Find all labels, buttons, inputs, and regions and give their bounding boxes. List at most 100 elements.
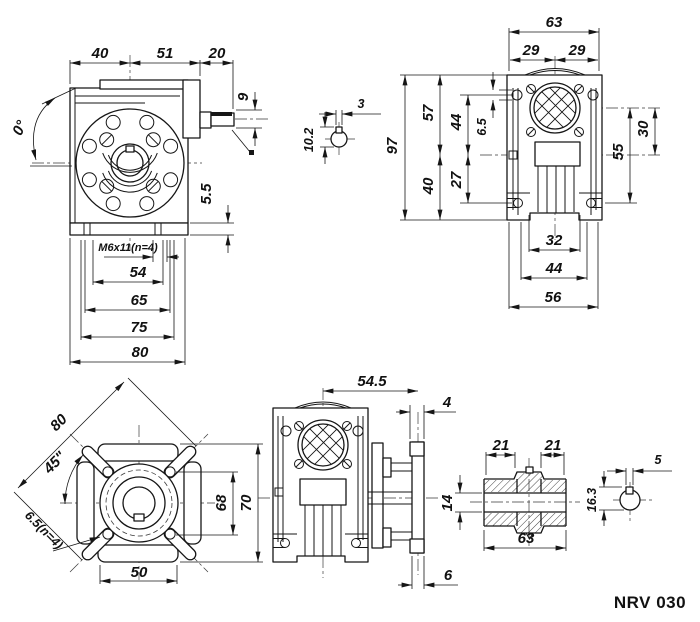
shaft-key bbox=[211, 112, 232, 116]
extension-lines bbox=[485, 452, 565, 475]
shaft-collar bbox=[199, 111, 212, 129]
drawing-title: NRV 030 bbox=[614, 593, 686, 612]
extension-lines bbox=[625, 468, 634, 485]
leader-arrow bbox=[52, 536, 101, 552]
dim-hole: 6.5 bbox=[475, 117, 489, 135]
dim-44-left: 44 bbox=[448, 113, 465, 131]
bolt-circle bbox=[105, 469, 173, 537]
front-view: 40 51 20 9 5.5 0° M6x11(n=4) 54 65 75 80 bbox=[9, 45, 268, 365]
foot-plate bbox=[69, 222, 189, 236]
side-view-output: 54.5 4 6 bbox=[258, 373, 458, 589]
extension-lines bbox=[409, 405, 425, 439]
dim-63: 63 bbox=[518, 530, 535, 547]
dim-21-left: 21 bbox=[492, 437, 510, 454]
extension-lines bbox=[508, 215, 599, 309]
dim-75: 75 bbox=[131, 319, 148, 336]
dim-6: 6 bbox=[444, 567, 453, 584]
output-flange bbox=[75, 108, 185, 218]
dim-40: 40 bbox=[420, 177, 437, 195]
foot-slots bbox=[507, 198, 602, 208]
dim-45: 45" bbox=[40, 448, 70, 478]
dim-29-left: 29 bbox=[522, 42, 540, 59]
dim-54: 54 bbox=[130, 264, 147, 281]
dim-56: 56 bbox=[545, 289, 562, 306]
cross-hatch bbox=[534, 87, 576, 129]
dim-key-width: 5 bbox=[655, 453, 663, 467]
dim-height: 10.2 bbox=[302, 128, 316, 152]
key-section bbox=[625, 486, 634, 495]
dim-65: 65 bbox=[131, 292, 148, 309]
dim-holes-label: 6.5(n=4) bbox=[22, 508, 66, 552]
cooling-fins bbox=[304, 505, 342, 556]
hub-circle bbox=[112, 476, 166, 530]
c-ring-slots bbox=[102, 152, 158, 193]
dim-97: 97 bbox=[384, 137, 401, 154]
dim-angle: 0° bbox=[9, 117, 31, 138]
dim-foot: 5.5 bbox=[198, 183, 215, 205]
dim-bore: 14 bbox=[439, 494, 456, 511]
plug bbox=[274, 487, 284, 497]
wall-hatch-top bbox=[484, 473, 566, 492]
angle-arc-45 bbox=[62, 454, 84, 505]
input-bell-inner bbox=[301, 423, 345, 467]
dim-54-5: 54.5 bbox=[357, 373, 387, 390]
cover-lines bbox=[74, 88, 180, 223]
flange-cap-top bbox=[409, 441, 425, 457]
extension-lines bbox=[69, 238, 186, 365]
leader-line bbox=[231, 129, 251, 153]
dim-80: 80 bbox=[132, 344, 149, 361]
tab-bottom bbox=[97, 544, 179, 563]
dim-27: 27 bbox=[448, 171, 465, 189]
input-shaft-section: 3 10.2 bbox=[302, 97, 381, 164]
foot-slots bbox=[273, 538, 368, 548]
top-cover bbox=[99, 79, 189, 90]
dim-height: 16.3 bbox=[585, 488, 599, 512]
cooling-fins bbox=[537, 166, 575, 213]
dim-29-right: 29 bbox=[568, 42, 586, 59]
input-bell-outer bbox=[529, 82, 581, 134]
dim-4: 4 bbox=[442, 394, 452, 411]
tab-top bbox=[97, 443, 179, 462]
slotted-screws bbox=[99, 132, 161, 194]
gusset-hole-right bbox=[587, 89, 599, 101]
dim-51: 51 bbox=[157, 45, 174, 62]
top-cap bbox=[524, 68, 586, 76]
dim-55: 55 bbox=[610, 143, 627, 160]
side-view: 63 29 29 97 57 40 44 27 6.5 55 30 32 44 … bbox=[384, 14, 662, 310]
bore-keyway bbox=[125, 145, 135, 153]
bell-screws bbox=[526, 84, 584, 137]
inner-plates bbox=[507, 88, 602, 215]
dim-key-width: 3 bbox=[358, 97, 365, 111]
dim-32: 32 bbox=[546, 232, 563, 249]
stud-head-bottom bbox=[382, 527, 392, 548]
plug bbox=[508, 150, 518, 160]
extension-lines bbox=[236, 109, 262, 129]
dim-68: 68 bbox=[213, 494, 230, 511]
extension-lines bbox=[13, 377, 197, 561]
bore-keyway bbox=[133, 513, 145, 522]
input-bell-inner bbox=[533, 86, 577, 130]
dim-line-80 bbox=[17, 381, 125, 489]
hub-bottom-notch bbox=[525, 532, 534, 540]
gusset-hole-right bbox=[352, 425, 364, 437]
extension-lines bbox=[455, 492, 482, 513]
output-key-section: 5 16.3 bbox=[585, 453, 672, 526]
inner-plates bbox=[273, 416, 368, 542]
stud-head-top bbox=[382, 457, 392, 478]
wall-hatch-bottom bbox=[484, 513, 566, 533]
flange-bolt-holes bbox=[81, 114, 179, 212]
dim-50: 50 bbox=[131, 564, 148, 581]
dim-30: 30 bbox=[635, 120, 652, 137]
tab-right bbox=[183, 461, 202, 545]
dim-40: 40 bbox=[91, 45, 109, 62]
extension-lines bbox=[176, 443, 263, 563]
adapter-plate bbox=[371, 442, 384, 549]
datum-mark bbox=[249, 150, 254, 155]
extension-lines bbox=[190, 222, 234, 236]
dim-70: 70 bbox=[238, 494, 255, 511]
dim-63: 63 bbox=[546, 14, 563, 31]
dim-57: 57 bbox=[420, 104, 437, 121]
flange-view: 80 45" 6.5(n=4) 68 70 50 bbox=[13, 377, 263, 584]
angle-arc bbox=[31, 97, 56, 161]
